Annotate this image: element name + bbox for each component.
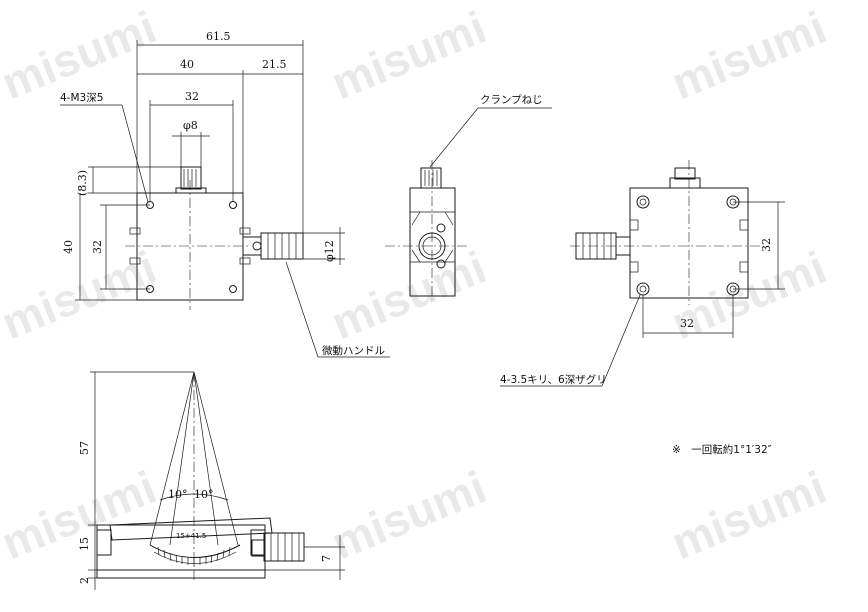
watermark: misumi xyxy=(324,461,493,570)
watermark-layer: misumi misumi misumi misumi misumi misum… xyxy=(0,1,833,570)
label-clamp: クランプねじ xyxy=(480,94,543,106)
bottom-handle xyxy=(575,232,617,260)
footnote: ※ 一回転約1°1′32″ xyxy=(672,443,772,456)
watermark: misumi xyxy=(0,461,163,570)
watermark: misumi xyxy=(664,1,833,110)
dim-knob-dia: φ8 xyxy=(183,119,198,132)
scale-text: 15+41.5 xyxy=(176,532,206,540)
tap-hole xyxy=(229,201,237,209)
watermark: misumi xyxy=(324,1,493,110)
clamp-knob xyxy=(180,166,202,190)
label-tap: 4-M3深5 xyxy=(60,92,103,104)
watermark: misumi xyxy=(0,241,163,350)
angle-right: 10° xyxy=(194,488,214,501)
scale-ticks xyxy=(157,546,231,566)
dim-overall: 61.5 xyxy=(206,30,231,43)
label-micrometer: 微動ハンドル xyxy=(322,344,385,357)
dim-height-front: 15 xyxy=(78,537,91,551)
side-knob xyxy=(420,167,442,189)
bottom-view: 32 32 4-3.5キリ、6深ザグリ xyxy=(500,160,785,387)
watermark: misumi xyxy=(664,461,833,570)
top-view: 61.5 40 21.5 32 φ8 (8.3) 40 32 φ12 xyxy=(60,30,390,358)
dim-height: 40 xyxy=(62,240,75,254)
dim-inner: 32 xyxy=(91,240,104,254)
dim-base: 2 xyxy=(78,577,91,584)
dim-center: 7 xyxy=(320,555,333,562)
angle-left: 10° xyxy=(168,488,188,501)
dim-offset: (8.3) xyxy=(76,170,89,196)
front-view: 10° 10° 15+41.5 xyxy=(78,371,345,590)
tap-hole xyxy=(229,285,237,293)
dim-handle-dia: φ12 xyxy=(323,240,336,262)
side-view: クランプねじ xyxy=(385,94,552,300)
label-hole: 4-3.5キリ、6深ザグリ xyxy=(500,373,607,386)
dim-hole-pitch: 32 xyxy=(185,90,199,103)
dim-pitch-v: 32 xyxy=(760,238,773,252)
watermark: misumi xyxy=(324,241,493,350)
bottom-knob xyxy=(674,167,696,180)
dim-width: 40 xyxy=(180,58,194,71)
dim-handle: 21.5 xyxy=(262,58,287,71)
front-handle xyxy=(263,532,305,562)
dim-pitch-h: 32 xyxy=(680,317,694,330)
dim-radius: 57 xyxy=(78,441,91,455)
